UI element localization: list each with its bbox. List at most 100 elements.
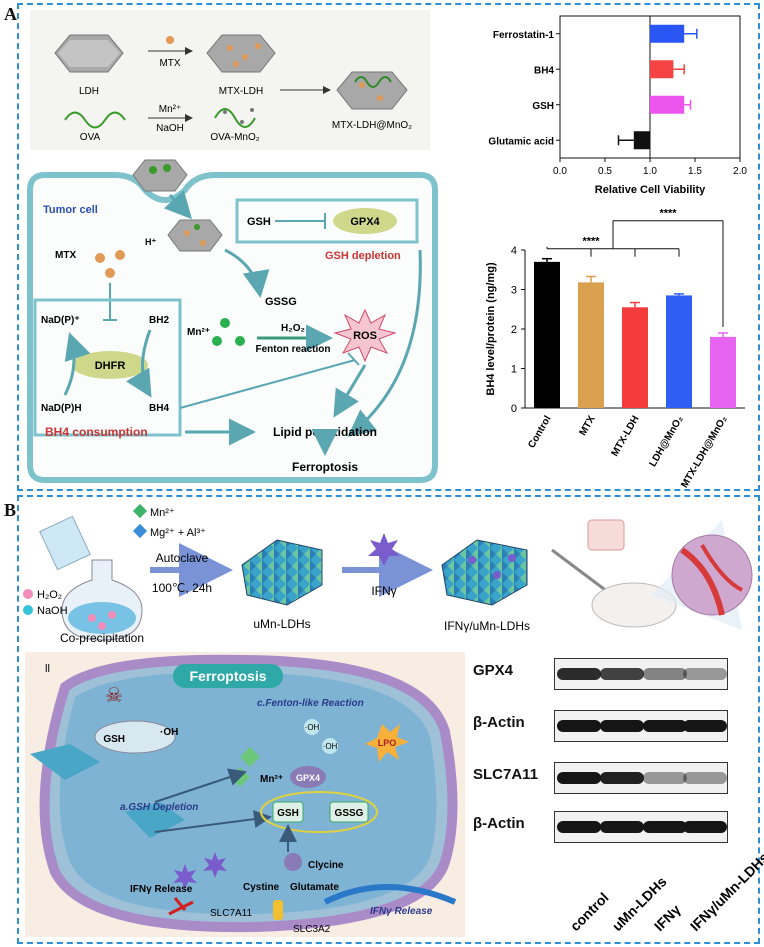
lane-label-ifn: IFNγ [651,901,684,934]
band [557,772,601,784]
category-label: MTX [578,414,598,438]
category-label: BH4 [534,65,554,76]
bar [710,336,736,408]
h2o2-dot-icon [23,589,33,599]
lpo-label: LPO [378,738,397,748]
h-plus-label: H⁺ [145,237,156,247]
syringe-icon [551,548,613,597]
nadph-label: NaD(P)H [41,403,82,414]
lane-label-control: control [567,889,612,934]
x-tick-label: 1.5 [688,166,702,177]
gpx4-label: GPX4 [350,216,380,228]
fenton-like-label: c.Fenton-like Reaction [257,698,364,709]
bar [666,295,692,408]
bar [650,24,685,43]
mn-diamond-b-icon [240,747,260,767]
y-axis-label: BH4 level/protein (ng/mg) [485,262,497,396]
x-axis-label: Relative Cell Viability [595,184,706,196]
bh4-consumption-label: BH4 consumption [45,425,148,439]
ifn-umn-label: IFNγ/uMn-LDHs [444,619,530,633]
svg-text:·OH: ·OH [160,727,178,738]
blot-strip-gpx4 [554,658,728,690]
nadp-plus-label: NaD(P)⁺ [41,315,80,326]
y-tick-label: 2 [511,324,517,336]
mn-b-label: Mn²⁺ [150,507,175,519]
ifn-star-icon [368,533,400,566]
y-tick-label: 4 [511,245,517,257]
x-tick-label: 0.5 [598,166,612,177]
panel-a-label: A [4,4,17,24]
glutathione-cycle [260,791,378,833]
naoh-b-label: NaOH [37,605,68,617]
coprecip-label: Co-precipitation [60,631,144,645]
band [557,668,601,680]
ifn-release-b2-label: IFNγ Release [370,906,433,917]
band [557,720,601,732]
tumor-cell-label: Tumor cell [43,204,98,216]
significance-label: **** [659,208,677,220]
band [557,821,601,833]
gsh-depletion-b-label: a.GSH Depletion [120,802,198,813]
band [683,668,727,680]
blot-row-label-actin-1: β-Actin [473,714,525,731]
lpo-burst-icon [365,724,409,762]
synthesis-scheme-b: Mn²⁺ Mg²⁺ + Al³⁺ H₂O₂ NaOH Co-precipitat… [23,503,753,645]
bar [534,261,560,408]
gpx4-b-label: GPX4 [296,773,320,783]
y-tick-label: 1 [511,364,517,376]
ldh-particle-icon [54,34,124,73]
mtx-ldh-particle-icon [206,34,276,73]
glutamate-label: Glutamate [290,882,339,893]
ferroptosis-badge [173,664,283,688]
nanoparticle-entering-icon [132,159,188,192]
gpx4-enzyme [333,208,397,234]
beaker-icon [39,515,91,571]
svg-text:·OH: ·OH [323,742,338,751]
mn-diamond-icon [132,503,148,519]
category-label: LDH@MnO₂ [648,414,686,469]
band [643,668,687,680]
mg-al-label: Mg²⁺ + Al³⁺ [150,527,206,539]
ldh-label: LDH [79,86,99,97]
ifn-label: IFNγ [371,584,396,598]
band [683,720,727,732]
band [600,720,644,732]
y-tick-label: 3 [511,285,517,297]
band [600,668,644,680]
slc7a11-b-label: SLC7A11 [210,908,253,919]
blot-row-label-actin-2: β-Actin [473,815,525,832]
band [643,720,687,732]
conditions-label: 100℃, 24h [152,581,212,595]
fenton-label: Fenton reaction [255,344,330,355]
ova-mno2-icon [214,108,256,128]
panel-b-label: B [4,500,17,520]
panel-b-frame [17,495,760,944]
ferroptosis-b-label: Ferroptosis [189,668,266,684]
bar [650,60,674,79]
slc3a2-label: SLC3A2 [293,924,331,935]
ferroptosis-label: Ferroptosis [292,460,358,474]
corner-label: ll [45,663,50,675]
mn-b2-label: Mn²⁺ [260,774,283,785]
autoclave-label: Autoclave [156,551,209,565]
mechanism-diagram-b: ll Ferroptosis ☠ c.Fenton-like Reaction … [25,652,465,937]
category-label: Control [526,414,553,450]
blot-strip-slc7a11 [554,762,728,794]
gsh-scale-label: GSH [103,734,125,745]
umn-label: uMn-LDHs [253,617,310,631]
ros-burst-icon [333,308,397,363]
mtx-molecule-icon [166,36,174,44]
gsh-label: GSH [247,216,271,228]
glycine-node [284,853,302,871]
bar [578,282,604,408]
category-label: MTX-LDH@MnO₂ [679,414,729,490]
bh4-label: BH4 [149,403,169,414]
lane-label-ifn-umn: IFNγ/uMn-LDHs [687,849,764,934]
bar [622,307,648,408]
glycine-label: Clycine [308,860,344,871]
panel-a-frame [17,3,760,491]
blot-strip-actin-2 [554,811,728,843]
skull-icon: ☠ [105,685,123,707]
mtx-ldh-label: MTX-LDH [219,86,263,97]
